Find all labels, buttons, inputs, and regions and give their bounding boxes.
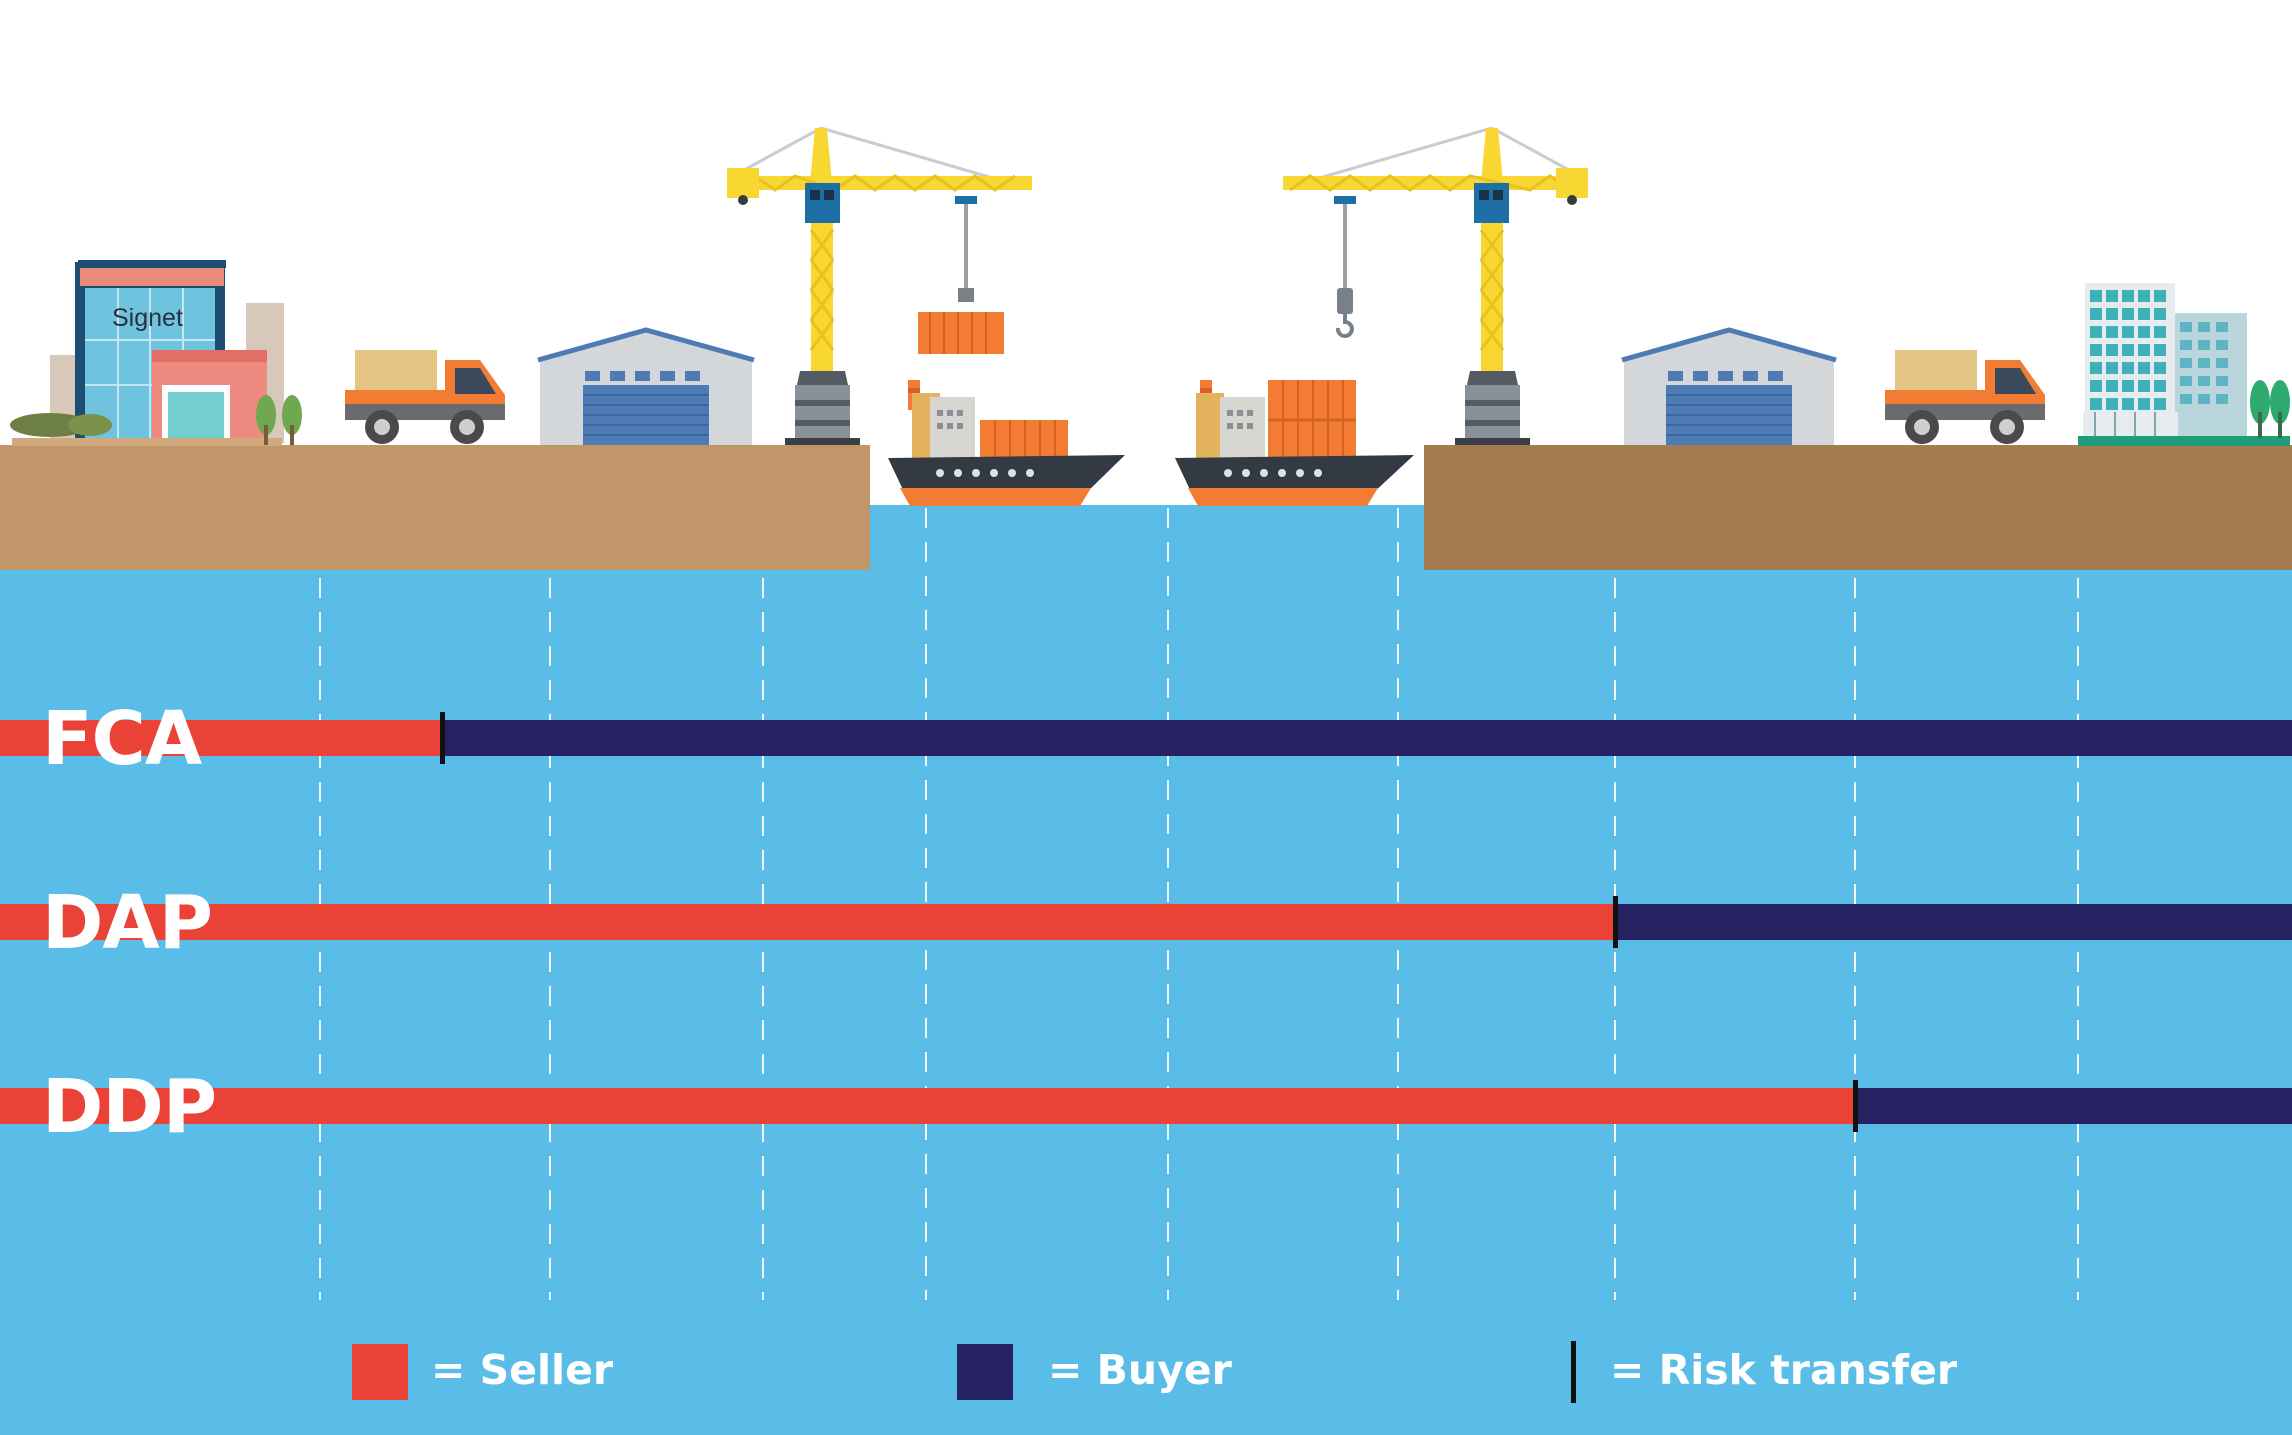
seller-bar-fca [0,720,442,756]
land-left [0,445,870,570]
tree-icon [256,395,302,445]
term-label-ddp: DDP [42,1064,217,1150]
term-label-fca: FCA [42,696,202,782]
buyer-bar-dap [1615,904,2292,940]
risk-transfer-marker-ddp [1853,1080,1858,1132]
risk-transfer-marker-dap [1613,896,1618,948]
stage-dividers [319,508,2079,1300]
warehouse-icon [1621,327,1837,445]
crane-icon [727,126,1032,445]
cargo-ship-icon [1175,380,1414,506]
office-building-icon [2078,283,2290,446]
legend-risk-label: = Risk transfer [1610,1346,1958,1394]
warehouse-icon [537,327,755,445]
hook-icon [1335,288,1354,338]
buyer-bar-ddp [1855,1088,2292,1124]
water [0,505,2292,1435]
truck-icon [1885,350,2045,444]
container-icon [918,312,1004,354]
crane-icon [1283,126,1588,445]
legend-seller-label: = Seller [431,1346,614,1394]
seller-bar-dap [0,904,1615,940]
truck-icon [345,350,505,444]
cargo-ship-icon [888,380,1125,506]
incoterm-bars [0,712,2292,1132]
land-right [1424,445,2292,570]
building-sign: Signet [112,304,183,332]
tree-icon [2250,380,2290,438]
container-icon [1268,380,1356,458]
buyer-bar-fca [442,720,2292,756]
legend-buyer-label: = Buyer [1048,1346,1232,1394]
legend-seller-swatch [352,1344,408,1400]
legend-risk-marker [1571,1341,1576,1403]
legend-buyer-swatch [957,1344,1013,1400]
term-label-dap: DAP [42,880,213,966]
risk-transfer-marker-fca [440,712,445,764]
seller-bar-ddp [0,1088,1855,1124]
office-building-icon [10,260,284,446]
